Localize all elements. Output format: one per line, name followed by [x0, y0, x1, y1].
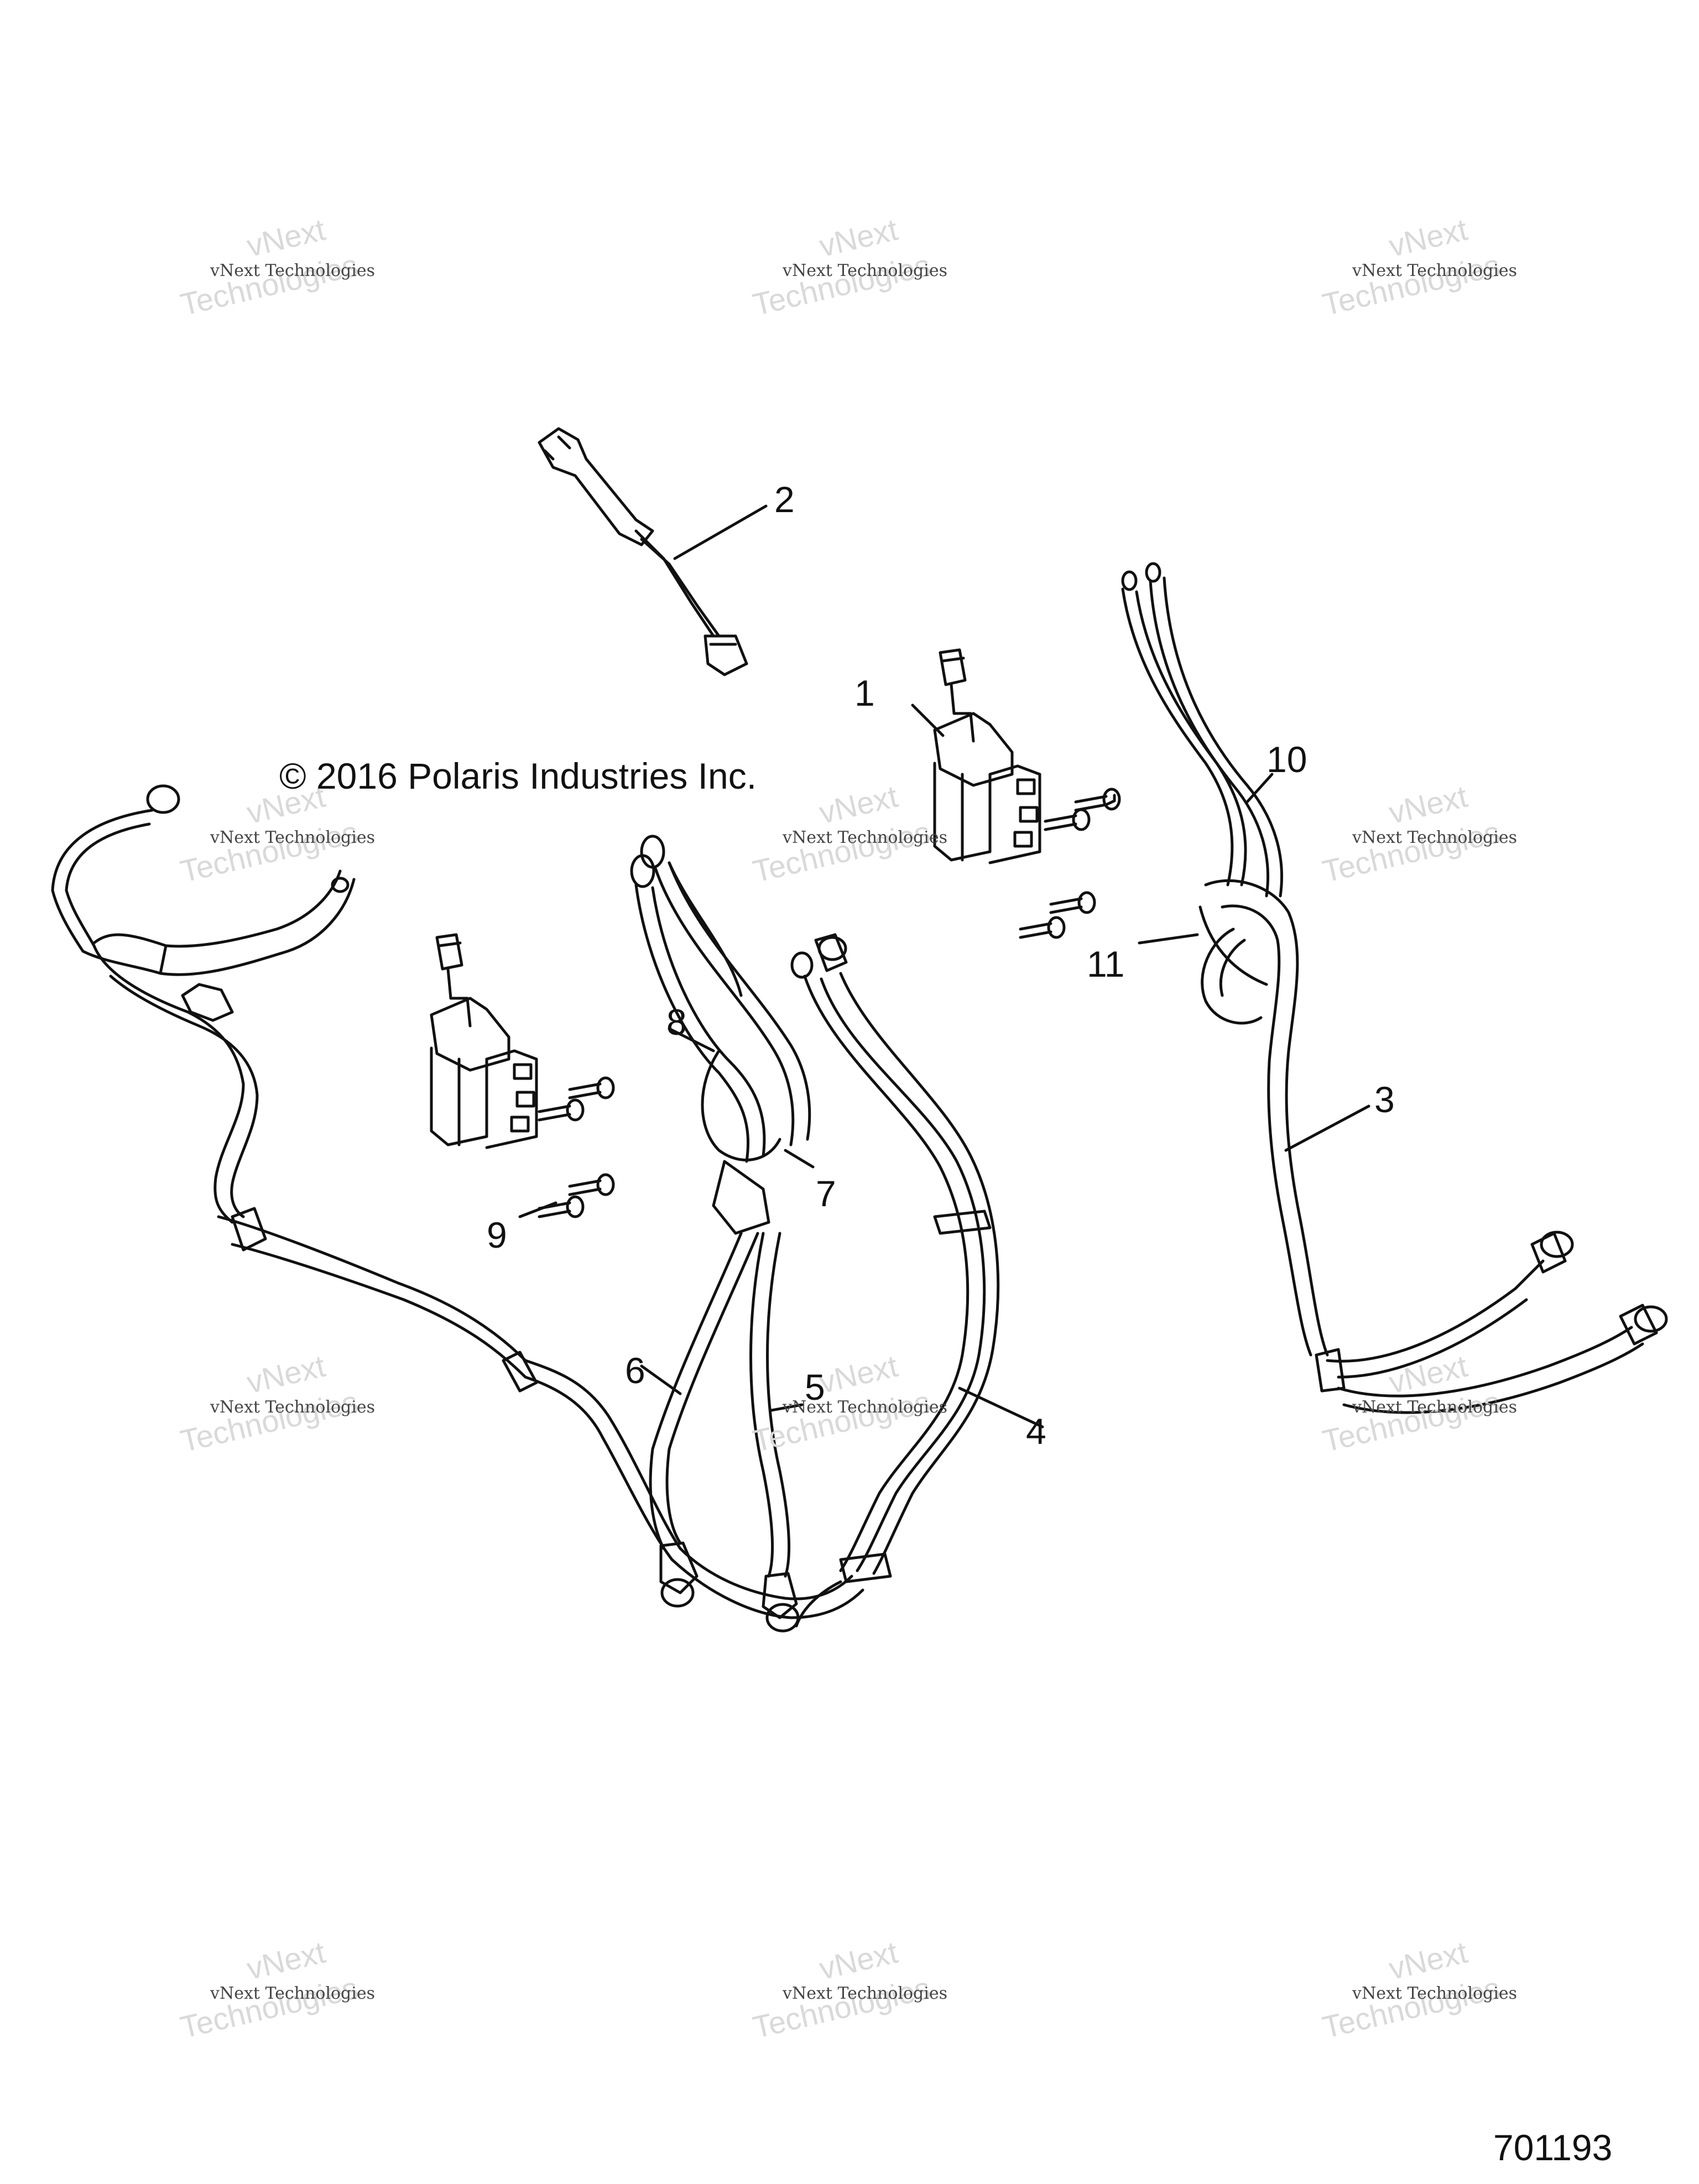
watermark: vNext Technologies vNext Technologies — [749, 778, 948, 889]
screws-upper — [1019, 788, 1121, 939]
figure-number: 701193 — [1493, 2127, 1613, 2168]
watermark: vNext Technologies vNext Technologies — [749, 1348, 948, 1459]
solenoid-part-1 — [911, 648, 1041, 864]
copyright-text: © 2016 Polaris Industries Inc. — [279, 755, 757, 796]
watermark: vNext Technologies vNext Technologies — [749, 1934, 948, 2045]
watermark: vNext Technologies vNext Technologies — [749, 211, 948, 322]
callout-9: 9 — [487, 1215, 507, 1255]
watermark: vNext Technologies vNext Technologies — [177, 211, 376, 322]
solenoid-part-9 — [430, 933, 538, 1149]
callout-8: 8 — [666, 1002, 687, 1043]
center-cables — [630, 835, 815, 1633]
callout-2: 2 — [774, 479, 795, 520]
callout-4: 4 — [1026, 1411, 1046, 1452]
callout-1: 1 — [854, 673, 875, 713]
callout-6: 6 — [625, 1350, 645, 1391]
cable-part-4 — [790, 933, 1044, 1628]
watermark: vNext Technologies vNext Technologies — [1319, 1348, 1518, 1459]
sensor-lead-part-2 — [538, 427, 768, 676]
watermark: vNext Technologies vNext Technologies — [1319, 778, 1518, 889]
left-harness — [51, 784, 864, 1619]
callout-5: 5 — [805, 1367, 825, 1408]
watermark: vNext Technologies vNext Technologies — [177, 1348, 376, 1459]
watermark: vNext Technologies vNext Technologies — [177, 778, 376, 889]
callout-3: 3 — [1374, 1079, 1395, 1120]
watermark: vNext Technologies vNext Technologies — [1319, 1934, 1518, 2045]
screws-lower — [518, 1076, 615, 1218]
watermark: vNext Technologies vNext Technologies — [1319, 211, 1518, 322]
watermark: vNext Technologies vNext Technologies — [177, 1934, 376, 2045]
right-harness — [1121, 562, 1668, 1414]
upper-center-cable — [668, 861, 743, 997]
callout-7: 7 — [816, 1173, 836, 1214]
callout-10: 10 — [1267, 739, 1307, 780]
callout-11: 11 — [1087, 944, 1125, 984]
